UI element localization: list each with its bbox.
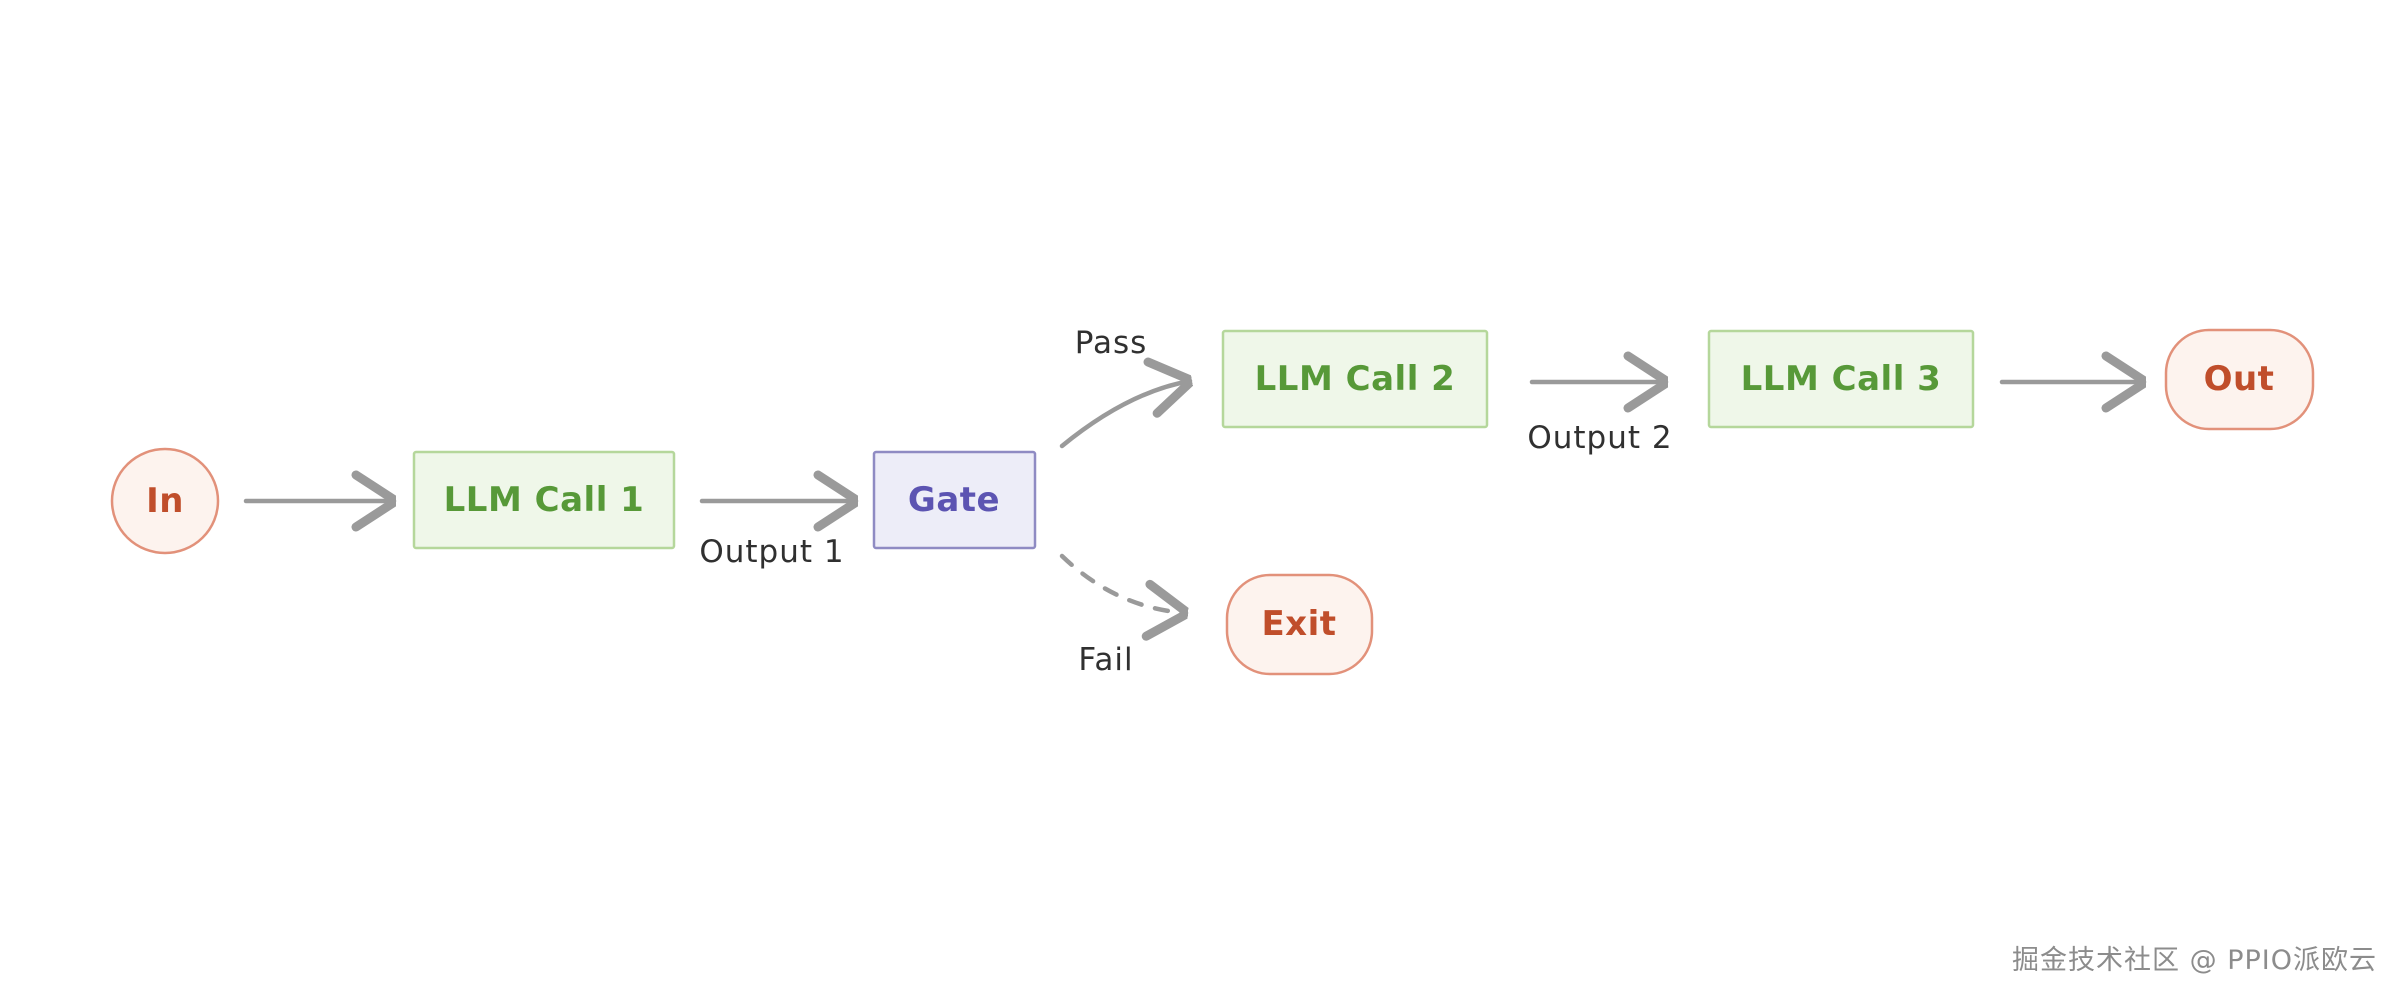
node-llm-call-1-shape <box>412 450 676 550</box>
watermark: 掘金技术社区 @ PPIO派欧云 <box>2012 945 2377 976</box>
node-llm-call-3-label: LLM Call 3 <box>1741 359 1942 399</box>
node-llm-call-2-label: LLM Call 2 <box>1255 359 1456 399</box>
node-in-label: In <box>146 481 184 521</box>
node-gate-shape <box>872 450 1037 550</box>
node-llm-call-2-shape <box>1221 329 1489 429</box>
edge-label-output-2: Output 2 <box>1527 420 1672 456</box>
node-out: Out <box>2164 328 2315 431</box>
node-exit-shape <box>1225 573 1374 676</box>
edge-label-output-1: Output 1 <box>699 534 844 570</box>
node-llm-call-3: LLM Call 3 <box>1707 329 1975 429</box>
edge-label-fail: Fail <box>1078 642 1133 678</box>
node-out-shape <box>2164 328 2315 431</box>
node-out-label: Out <box>2204 359 2275 399</box>
node-exit: Exit <box>1225 573 1374 676</box>
node-llm-call-1: LLM Call 1 <box>412 450 676 550</box>
node-in: In <box>110 447 220 555</box>
edge-label-pass: Pass <box>1075 325 1148 361</box>
edge-gate-to-llm2-pass <box>1059 381 1190 449</box>
node-llm-call-1-label: LLM Call 1 <box>444 480 645 520</box>
node-exit-label: Exit <box>1261 604 1336 644</box>
node-in-shape <box>110 447 220 555</box>
node-llm-call-3-shape <box>1707 329 1975 429</box>
node-llm-call-2: LLM Call 2 <box>1221 329 1489 429</box>
node-gate-label: Gate <box>908 480 1000 520</box>
edge-gate-to-exit-fail <box>1059 553 1186 613</box>
node-gate: Gate <box>872 450 1037 550</box>
